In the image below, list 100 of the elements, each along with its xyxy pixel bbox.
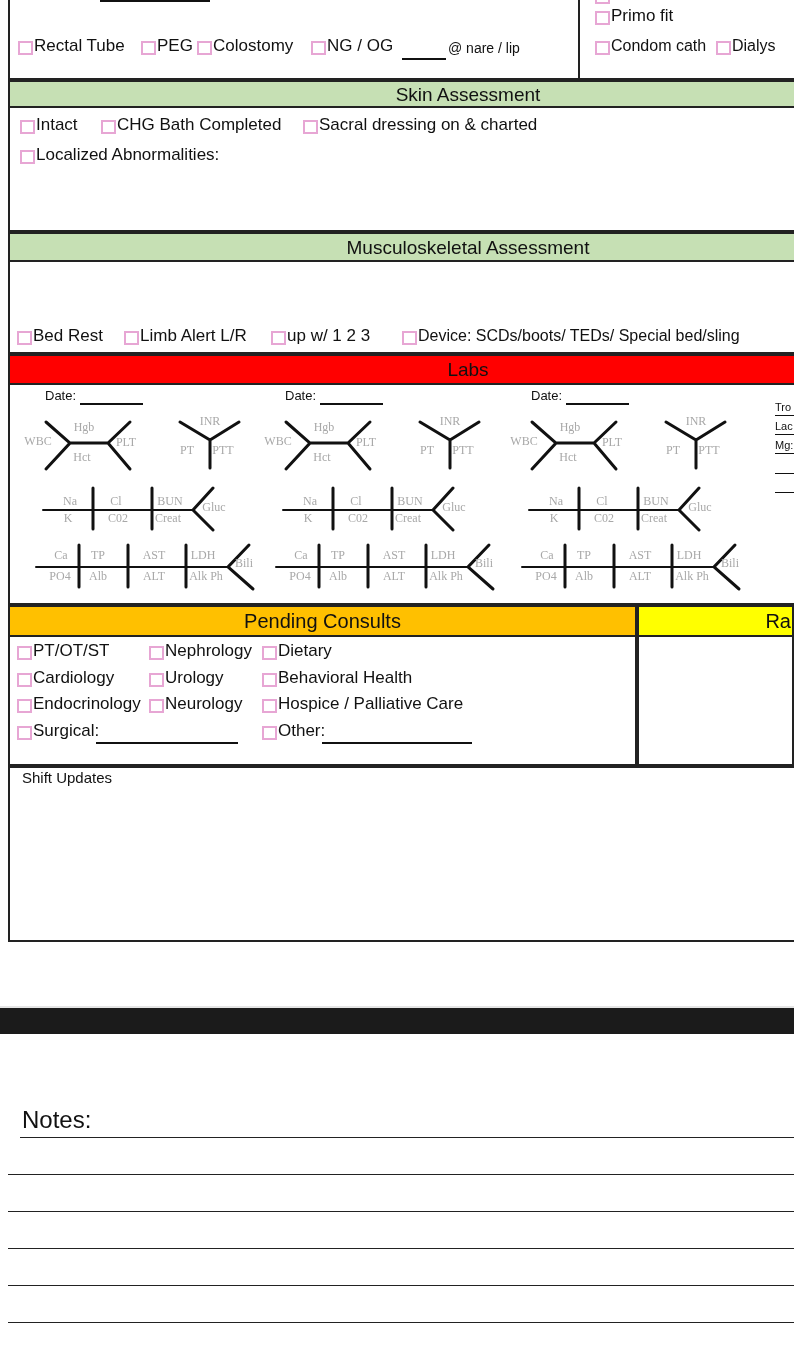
lab-value-label: PT <box>666 444 680 456</box>
option-label: Rectal Tube <box>34 36 125 56</box>
lab-field-label: Lac <box>775 418 794 435</box>
lab-field-label: Tro <box>775 399 794 416</box>
lab-value-label: Alk Ph <box>675 570 709 582</box>
option-label: Dietary <box>278 641 332 661</box>
lab-value-label: INR <box>685 415 707 427</box>
lab-value-label: Alk Ph <box>429 570 463 582</box>
lab-value-label: LDH <box>676 549 702 561</box>
option-label: NG / OG <box>327 36 394 56</box>
lab-value-label: PO4 <box>49 570 71 582</box>
lab-value-label: ALT <box>382 570 406 582</box>
option-label: CHG Bath Completed <box>117 115 282 135</box>
lab-value-label: LDH <box>430 549 456 561</box>
option-label: Other: <box>278 721 326 741</box>
section-title: Shift Updates <box>22 770 113 785</box>
option-label: PT/OT/ST <box>33 641 110 661</box>
lab-value-label: Creat <box>395 512 421 524</box>
lab-value-label: K <box>303 512 313 524</box>
lab-value-label: WBC <box>510 435 538 447</box>
option-label: Urology <box>165 668 224 688</box>
lab-value-label: Na <box>63 495 77 507</box>
lab-value-label: Hgb <box>559 421 581 433</box>
section-header: Labs <box>10 356 794 385</box>
lab-value-label: Alb <box>329 570 347 582</box>
lab-value-label: BUN <box>397 495 423 507</box>
section-header: Ra <box>639 607 792 637</box>
option-label: Device: SCDs/boots/ TEDs/ Special bed/sling <box>418 326 740 346</box>
section-panel <box>8 80 794 232</box>
option-label: Behavioral Health <box>278 668 413 688</box>
lab-value-label: AST <box>628 549 652 561</box>
notes-panel <box>8 766 794 942</box>
lab-value-label: TP <box>91 549 105 561</box>
option-label: Condom cath <box>611 36 707 56</box>
lab-value-label: WBC <box>264 435 292 447</box>
option-label: Sacral dressing on & charted <box>319 115 538 135</box>
option-label: PEG <box>157 36 193 56</box>
lab-value-label: Creat <box>155 512 181 524</box>
lab-value-label: Cl <box>110 495 122 507</box>
section-panel <box>8 232 794 354</box>
lab-value-label: PTT <box>698 444 720 456</box>
option-label: up w/ 1 2 3 <box>287 326 371 346</box>
lab-value-label: LDH <box>190 549 216 561</box>
lab-value-label: Cl <box>596 495 608 507</box>
lab-value-label: Gluc <box>442 501 466 513</box>
section-header: Musculoskeletal Assessment <box>10 234 794 262</box>
lab-value-label: K <box>63 512 73 524</box>
lab-value-label: PTT <box>212 444 234 456</box>
lab-value-label: Ca <box>54 549 68 561</box>
lab-value-label: INR <box>199 415 221 427</box>
lab-value-label: Ca <box>540 549 554 561</box>
section-panel <box>8 605 637 766</box>
option-label: @ nare / lip <box>448 39 520 57</box>
lab-value-label: C02 <box>594 512 614 524</box>
lab-value-label: Hct <box>73 451 91 463</box>
option-label: Endocrinology <box>33 694 141 714</box>
option-label: Localized Abnormalities: <box>36 145 220 165</box>
lab-value-label: Alk Ph <box>189 570 223 582</box>
lab-value-label: PT <box>420 444 434 456</box>
date-label: Date: <box>285 389 317 402</box>
option-label: Dialys <box>732 36 776 56</box>
section-header: Skin Assessment <box>10 82 794 108</box>
lab-value-label: ALT <box>628 570 652 582</box>
lab-value-label: Ca <box>294 549 308 561</box>
lab-value-label: PO4 <box>289 570 311 582</box>
lab-value-label: TP <box>331 549 345 561</box>
lab-value-label: Alb <box>89 570 107 582</box>
option-label: Surgical: <box>33 721 100 741</box>
lab-value-label: INR <box>439 415 461 427</box>
lab-value-label: Hct <box>313 451 331 463</box>
lab-value-label: Hct <box>559 451 577 463</box>
lab-value-label: PTT <box>452 444 474 456</box>
option-label: Intact <box>36 115 78 135</box>
option-label: Neurology <box>165 694 243 714</box>
lab-value-label: Hgb <box>73 421 95 433</box>
option-label: Limb Alert L/R <box>140 326 247 346</box>
option-label: Bed Rest <box>33 326 103 346</box>
lab-value-label: PLT <box>115 436 137 448</box>
lab-value-label: PLT <box>601 436 623 448</box>
lab-value-label: BUN <box>157 495 183 507</box>
lab-value-label: Cl <box>350 495 362 507</box>
lab-value-label: Na <box>549 495 563 507</box>
lab-value-label: Gluc <box>688 501 712 513</box>
lab-value-label: Gluc <box>202 501 226 513</box>
lab-value-label: K <box>549 512 559 524</box>
lab-value-label: Na <box>303 495 317 507</box>
section-panel <box>637 605 794 766</box>
date-label: Date: <box>531 389 563 402</box>
option-label: Nephrology <box>165 641 252 661</box>
lab-value-label: TP <box>577 549 591 561</box>
section-panel <box>8 354 794 605</box>
section-header: Pending Consults <box>10 607 635 637</box>
lab-value-label: Bili <box>235 557 253 569</box>
lab-value-label: AST <box>382 549 406 561</box>
lab-value-label: Creat <box>641 512 667 524</box>
lab-field-label: Mg: <box>775 437 794 454</box>
lab-value-label: Bili <box>475 557 493 569</box>
lab-value-label: Bili <box>721 557 739 569</box>
lab-value-label: AST <box>142 549 166 561</box>
lab-value-label: WBC <box>24 435 52 447</box>
